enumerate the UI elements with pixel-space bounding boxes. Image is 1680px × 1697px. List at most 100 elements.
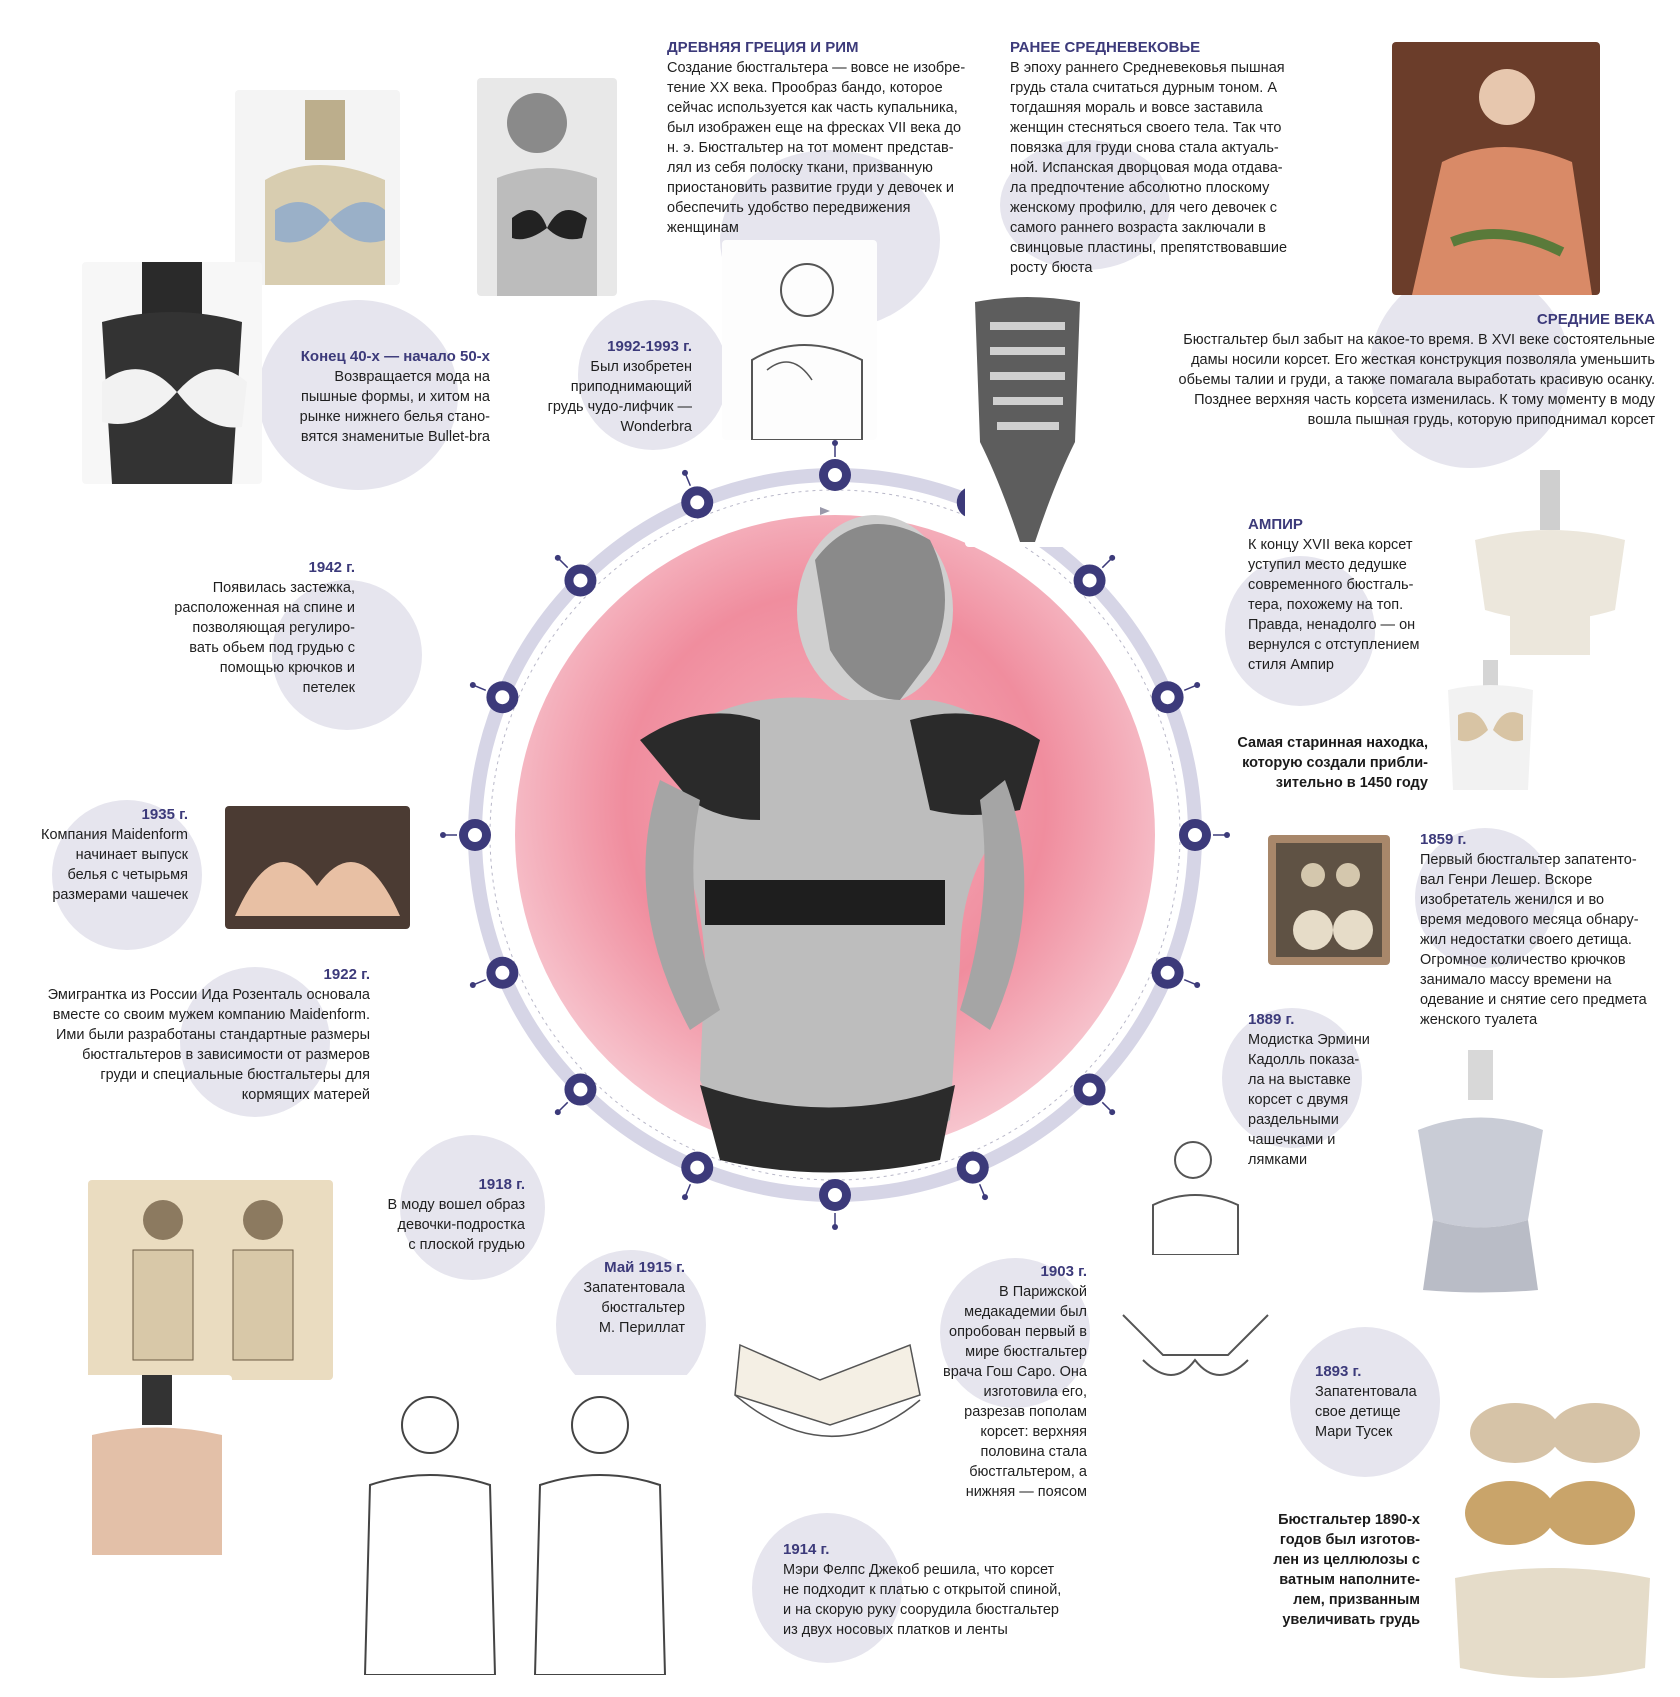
text-line: Первый бюстгальтер запатенто-: [1420, 852, 1637, 868]
ring-direction-arrow: [820, 507, 830, 515]
text-line: Позднее верхняя часть корсета изменилась…: [1194, 392, 1655, 408]
text-line: женщин стесняться своего тела. Так что: [1010, 120, 1282, 136]
entry-1903-title: 1903 г.: [1040, 1263, 1087, 1280]
text-line: занимало массу времени на: [1420, 972, 1612, 988]
text-line: медакадемии был: [964, 1304, 1087, 1320]
text-line: самого раннего возраста заключали в: [1010, 220, 1266, 236]
timeline-marker: [956, 1151, 989, 1201]
bubble-1922: [180, 967, 330, 1117]
text-line: приостановить развитие груди у девочек и: [667, 180, 954, 196]
text-line: М. Периллат: [598, 1320, 685, 1336]
text-line: бюстгальтером, а: [969, 1464, 1087, 1480]
text-line: повязка для груди снова стала актуаль-: [1010, 140, 1279, 156]
timeline-marker: [1151, 681, 1201, 714]
text-line: Правда, ненадолго — он: [1248, 617, 1416, 633]
entry-oldest-find: Самая старинная находка,которую создали …: [1210, 733, 1428, 793]
text-line: бюстгальтер: [601, 1300, 685, 1316]
text-line: с плоской грудью: [408, 1237, 525, 1253]
text-line: Был изобретен: [590, 359, 692, 375]
entry-1859: 1859 г. Первый бюстгальтер запатенто-вал…: [1420, 830, 1665, 1030]
text-line: тение XX века. Прообраз бандо, которое: [667, 80, 943, 96]
text-line: стиля Ампир: [1248, 657, 1334, 673]
text-line: начинает выпуск: [75, 847, 188, 863]
timeline-marker: [440, 819, 491, 851]
text-line: женского туалета: [1420, 1012, 1538, 1028]
text-line: не подходит к платью с открытой спиной,: [783, 1582, 1062, 1598]
entry-1942-text: Появилась застежка,расположенная на спин…: [150, 578, 355, 698]
entry-1893-title: 1893 г.: [1315, 1363, 1362, 1380]
text-line: Бюстгальтер 1890-х: [1278, 1512, 1420, 1528]
center-figure: [640, 515, 1040, 1173]
text-line: позволяющая регулиро-: [192, 620, 355, 636]
entry-1889-title: 1889 г.: [1248, 1011, 1295, 1028]
text-line: Огромное количество крючков: [1420, 952, 1626, 968]
entry-1940s: Конец 40-х — начало 50-х Возвращается мо…: [268, 347, 490, 447]
bubble-1942: [272, 580, 422, 730]
text-line: нижняя — поясом: [965, 1484, 1087, 1500]
text-line: груди и специальные бюстгальтеры для: [100, 1067, 370, 1083]
text-line: пышные формы, и хитом на: [300, 389, 490, 405]
timeline-marker: [681, 1151, 714, 1201]
photo-greek-engraving: [722, 240, 877, 440]
text-line: изготовила его,: [983, 1384, 1088, 1400]
entry-early-middle-ages: РАНЕЕ СРЕДНЕВЕКОВЬЕ В эпоху раннего Сред…: [1010, 38, 1310, 278]
photo-wonderbra-woman: [477, 78, 617, 296]
photo-white-bullet-bra: [82, 262, 262, 484]
text-line: Появилась застежка,: [212, 580, 355, 596]
photo-1918-advert: [88, 1180, 333, 1380]
entry-1914-title: 1914 г.: [783, 1541, 830, 1558]
text-line: чашечками и: [1248, 1132, 1336, 1148]
text-line: мире бюстгальтер: [965, 1344, 1087, 1360]
text-line: Создание бюстгальтера — вовсе не изобре-: [667, 60, 966, 76]
text-line: Ими были разработаны стандартные размеры: [56, 1027, 370, 1043]
entry-1922: 1922 г. Эмигрантка из России Ида Розента…: [20, 965, 370, 1105]
entry-greece-text: Создание бюстгальтера — вовсе не изобре-…: [667, 58, 997, 238]
bubble-1914: [752, 1513, 902, 1663]
entry-1942: 1942 г. Появилась застежка,расположенная…: [150, 558, 355, 698]
text-line: врача Гош Саро. Она: [942, 1364, 1087, 1380]
text-line: Запатентовала: [1315, 1384, 1417, 1400]
entry-1918-title: 1918 г.: [478, 1176, 525, 1193]
text-line: рынке нижнего белья стано-: [299, 409, 490, 425]
text-line: Мари Тусек: [1315, 1424, 1393, 1440]
text-line: ной. Испанская дворцовая мода отдава-: [1010, 160, 1283, 176]
text-line: Возвращается мода на: [334, 369, 490, 385]
text-line: грудь стала считаться дурным тоном. А: [1010, 80, 1277, 96]
text-line: ла на выставке: [1248, 1072, 1351, 1088]
text-line: вал Генри Лешер. Вскоре: [1420, 872, 1593, 888]
entry-1859-text: Первый бюстгальтер запатенто-вал Генри Л…: [1420, 850, 1665, 1030]
photo-empire-top: [1455, 470, 1645, 655]
photo-oldest-bra: [1443, 660, 1538, 790]
text-line: лен из целлюлозы с: [1273, 1552, 1420, 1568]
text-line: вать обьем под грудью с: [189, 640, 355, 656]
entry-1915-title: Май 1915 г.: [604, 1259, 685, 1276]
text-line: свинцовые пластины, препятствовавшие: [1010, 240, 1288, 256]
photo-1918-camisole: [82, 1375, 232, 1565]
text-line: корсет с двумя: [1248, 1092, 1349, 1108]
bubble-middle-ages: [1370, 268, 1570, 468]
text-line: Wonderbra: [620, 419, 692, 435]
text-line: К концу XVII века корсет: [1248, 537, 1413, 553]
bubble-early-middle-ages: [1000, 140, 1170, 270]
photo-portrait-painting: [1392, 42, 1600, 295]
text-line: вернулся с отступлением: [1248, 637, 1420, 653]
timeline-marker: [554, 554, 597, 597]
text-line: изобретатель женился и во: [1420, 892, 1605, 908]
photo-1890s-cups: [1445, 1398, 1660, 1688]
text-line: белья с четырьмя: [67, 867, 188, 883]
timeline-marker: [469, 681, 519, 714]
text-line: ватным наполните-: [1279, 1572, 1420, 1588]
center-pink-circle: [515, 515, 1155, 1155]
photo-iron-corset: [965, 292, 1090, 547]
text-line: жил недостатки своего детища.: [1420, 932, 1632, 948]
text-line: грудь чудо-лифчик —: [547, 399, 692, 415]
text-line: тогдашняя мораль и вовсе заставила: [1010, 100, 1263, 116]
